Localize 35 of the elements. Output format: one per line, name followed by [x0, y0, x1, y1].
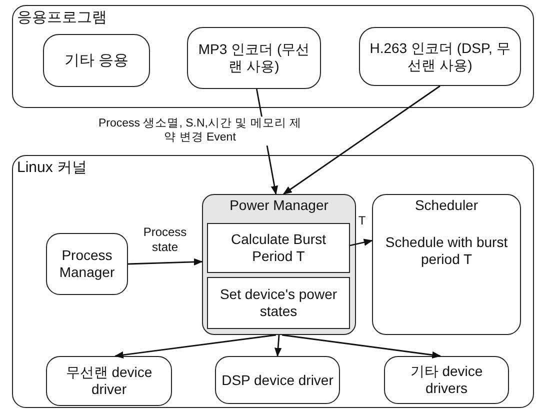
node-label: 무선랜 device driver — [64, 364, 154, 398]
process-box — [359, 27, 521, 86]
arrow — [274, 334, 282, 357]
group-panel — [12, 155, 534, 408]
module-box — [202, 194, 356, 335]
process-box — [207, 223, 350, 273]
node-label: Scheduler — [414, 197, 478, 214]
arrow — [114, 334, 276, 359]
process-box — [215, 356, 340, 404]
process-box — [372, 194, 521, 335]
edge-label: Process 생소멸, S.N,시간 및 메모리 제약 변경 Event — [98, 116, 302, 146]
node-label: H.263 인코더 (DSP, 무선랜 사용) — [368, 40, 512, 74]
process-box — [46, 233, 128, 295]
node-label: Process Manager — [58, 247, 116, 281]
node-label: Power Manager — [230, 197, 328, 214]
edge-label: T — [357, 214, 367, 228]
arrow — [282, 85, 440, 195]
group-panel — [12, 5, 534, 108]
arrow — [350, 238, 373, 246]
group-title: 응용프로그램 — [17, 9, 107, 27]
process-box — [384, 356, 509, 404]
node-label: 기타 응용 — [64, 52, 129, 70]
process-box — [207, 277, 350, 329]
node-label: 기타 device drivers — [409, 363, 484, 397]
process-box — [43, 34, 150, 87]
node-label: MP3 인코더 (무선랜 사용) — [197, 41, 311, 75]
process-box — [46, 356, 172, 406]
node-label: Schedule with burst period T — [384, 234, 509, 268]
node-label: Calculate Burst Period T — [230, 231, 327, 265]
group-title: Linux 커널 — [17, 159, 88, 177]
arrow — [128, 258, 203, 266]
process-box — [187, 27, 321, 89]
node-label: Set device's power states — [218, 286, 338, 320]
node-label: DSP device driver — [222, 372, 334, 388]
arrow — [282, 334, 442, 358]
